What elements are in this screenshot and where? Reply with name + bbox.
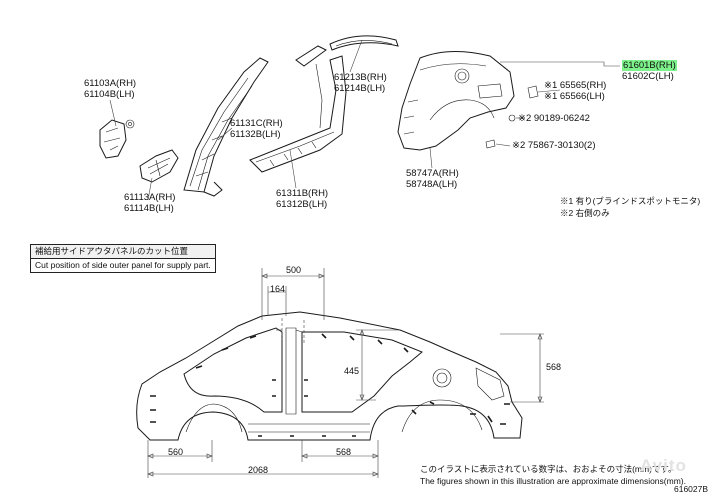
- label-61311: 61311B(RH)61312B(LH): [276, 188, 329, 210]
- fastener-75867: [485, 139, 496, 149]
- dim-164: 164: [270, 284, 286, 294]
- pillar-61311: [249, 45, 347, 173]
- side-outer-panel: [136, 311, 523, 441]
- roof-rail-61213: [329, 35, 399, 51]
- cut-position-title: 補給用サイドアウタパネルのカット位置: [31, 245, 215, 259]
- fastener-65565: [527, 85, 539, 99]
- label-65565: ※1 65565(RH)※1 65566(LH): [544, 80, 607, 102]
- bracket-61103: [99, 119, 135, 159]
- cut-position-subtitle: Cut position of side outer panel for sup…: [35, 260, 211, 270]
- bracket-61113: [139, 149, 179, 183]
- label-90189: ※2 90189-06242: [518, 113, 590, 124]
- fastener-90189: [508, 114, 516, 122]
- label-61113: 61113A(RH)61114B(LH): [124, 192, 176, 214]
- footer-jp: このイラストに表示されている数字は、おおよその寸法(mm)です。: [420, 464, 677, 474]
- label-58747: 58747A(RH)58748A(LH): [406, 168, 459, 190]
- label-61601: 61601B(RH)61602C(LH): [622, 60, 677, 82]
- cut-position-box: 補給用サイドアウタパネルのカット位置 Cut position of side …: [30, 244, 216, 273]
- note-2: ※2 右側のみ: [560, 208, 610, 218]
- dim-568-right: 568: [546, 362, 562, 372]
- dim-560: 560: [168, 447, 184, 457]
- dim-2068: 2068: [248, 465, 269, 475]
- label-61103: 61103A(RH)61104B(LH): [84, 78, 137, 100]
- label-61213: 61213B(RH)61214B(LH): [334, 72, 387, 94]
- dim-568-bottom: 568: [336, 447, 352, 457]
- diagram-code: 616027B: [674, 484, 709, 494]
- leader-lines-top: [109, 39, 620, 201]
- label-61131: 61131C(RH)61132B(LH): [230, 118, 283, 140]
- label-75867: ※2 75867-30130(2): [512, 140, 596, 151]
- dimension-lines: [147, 268, 544, 478]
- watermark-logo: Avito: [640, 456, 687, 475]
- dim-445: 445: [344, 366, 360, 376]
- quarter-panel-61601: [397, 50, 515, 151]
- footer-en: The figures shown in this illustration a…: [420, 476, 686, 486]
- dim-500: 500: [286, 265, 302, 275]
- note-1: ※1 有り(ブラインドスポットモニタ): [560, 196, 701, 206]
- pillar-61131: [183, 57, 269, 197]
